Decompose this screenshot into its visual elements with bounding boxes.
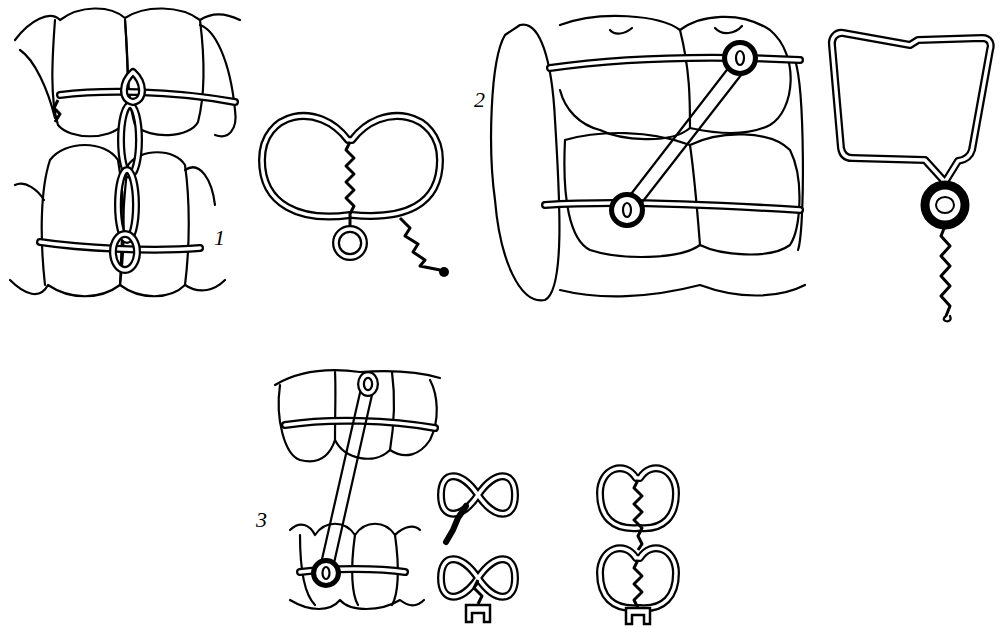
figure-group <box>600 548 676 608</box>
line-art <box>621 62 745 214</box>
wire-stroke <box>124 72 142 102</box>
wire-stroke <box>40 242 200 250</box>
line-art <box>20 50 55 118</box>
wire-stroke <box>613 196 641 224</box>
line-art <box>290 524 420 535</box>
wire-stroke <box>121 105 139 175</box>
wire-stroke <box>40 242 200 250</box>
line-art <box>52 20 127 136</box>
line-art <box>42 145 124 285</box>
wire-stroke <box>285 421 435 428</box>
line-art <box>560 16 791 139</box>
line-art <box>560 285 805 296</box>
wire-stroke <box>315 562 337 584</box>
wire-stroke <box>832 33 991 182</box>
line-art <box>795 60 803 250</box>
line-art <box>610 26 742 34</box>
wire-stroke <box>441 476 515 514</box>
figure-number: 3 <box>254 508 269 532</box>
wire-stroke <box>613 196 641 224</box>
line-art <box>466 605 490 622</box>
line-art <box>936 197 954 213</box>
line-art <box>634 480 642 550</box>
line-art <box>439 267 449 277</box>
wire-stroke <box>361 375 375 393</box>
line-art <box>944 316 951 321</box>
line-art <box>400 218 440 270</box>
line-art <box>290 600 424 609</box>
wire-stroke <box>118 170 136 240</box>
line-art <box>446 506 466 542</box>
line-art <box>185 167 215 205</box>
wire-stroke <box>113 234 137 270</box>
figure-number: 1 <box>212 226 227 250</box>
line-art <box>925 185 965 225</box>
wire-stroke <box>60 92 235 102</box>
line-art <box>474 580 482 604</box>
line-art <box>690 145 700 245</box>
line-art <box>623 203 631 217</box>
line-art <box>634 560 642 608</box>
figure-1 <box>10 8 449 296</box>
line-art <box>335 372 394 450</box>
line-art <box>941 226 950 316</box>
figure-number: 2 <box>472 88 487 112</box>
line-art <box>626 608 650 624</box>
line-art <box>200 25 236 136</box>
wire-stroke <box>361 375 375 393</box>
line-art <box>323 567 330 579</box>
wire-stroke <box>60 92 235 102</box>
line-art <box>279 380 437 461</box>
wire-stroke <box>336 229 364 257</box>
line-art <box>346 142 354 229</box>
wire-stroke <box>121 105 139 175</box>
wire-stroke <box>118 170 136 240</box>
wire-stroke <box>113 234 137 270</box>
wire-stroke <box>726 44 754 72</box>
wire-stroke <box>600 548 676 608</box>
wire-stroke <box>600 548 676 608</box>
wire-stroke <box>550 58 800 68</box>
line-art <box>736 51 744 65</box>
wire-stroke <box>832 33 991 182</box>
line-art <box>10 280 225 296</box>
wire-stroke <box>545 203 800 210</box>
figure-2 <box>491 16 991 321</box>
line-art <box>54 100 60 122</box>
line-art <box>680 30 690 128</box>
wire-stroke <box>726 44 754 72</box>
wire-stroke <box>315 562 337 584</box>
wire-stroke <box>545 203 800 210</box>
figure-3 <box>275 370 676 624</box>
wire-stroke <box>336 229 364 257</box>
wire-stroke <box>441 476 515 514</box>
line-art <box>15 8 240 40</box>
wire-stroke <box>124 72 142 102</box>
line-art <box>320 384 374 572</box>
line-art <box>15 184 44 200</box>
wire-stroke <box>285 421 435 428</box>
wire-stroke <box>550 58 800 68</box>
